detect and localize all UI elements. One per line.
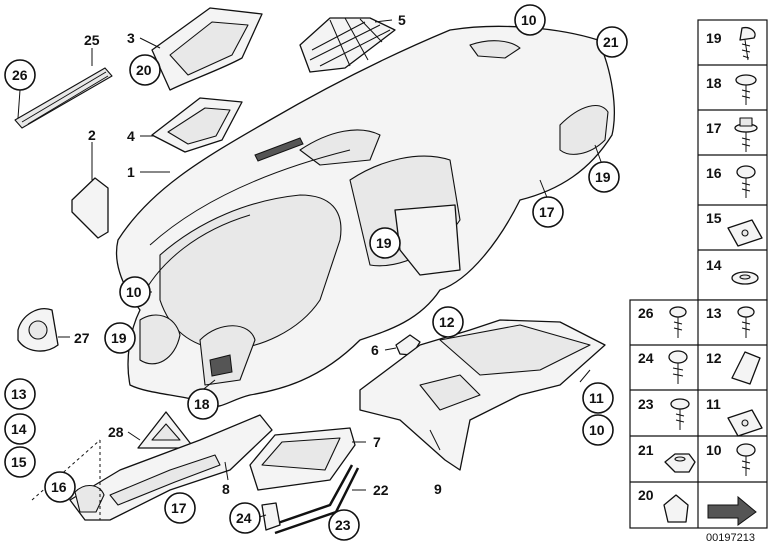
fastener-grid: 19 18 17 16 15 14 26 13 24 12 23 11 21 1… <box>629 19 768 529</box>
grid-label-11: 11 <box>706 396 721 412</box>
trim-cover-part-2 <box>71 177 109 239</box>
callout-3: 3 <box>127 30 135 46</box>
grid-label-24: 24 <box>638 350 654 366</box>
warning-triangle-part-28 <box>137 411 195 449</box>
speaker-frame-part-4 <box>151 97 243 153</box>
screw-icon <box>739 26 756 61</box>
callout-25: 25 <box>84 32 100 48</box>
knee-panel-part-8 <box>69 414 273 521</box>
clip-nut-icon <box>727 219 763 247</box>
speaker-cover-part-3 <box>151 7 263 91</box>
speaker-grille-part-5 <box>299 17 396 73</box>
callout-5: 5 <box>398 12 406 28</box>
callout-26: 26 <box>12 67 28 83</box>
callout-9: 9 <box>434 481 442 497</box>
grid-label-10: 10 <box>706 442 722 458</box>
spring-clip-icon <box>731 351 761 385</box>
arrow-icon <box>707 495 757 526</box>
callout-19-center: 19 <box>376 235 392 251</box>
callout-23: 23 <box>335 517 351 533</box>
callout-15: 15 <box>11 454 27 470</box>
callout-19-left: 19 <box>111 330 127 346</box>
callout-10-bottom: 10 <box>589 422 605 438</box>
screw-icon <box>669 306 687 338</box>
callout-12: 12 <box>439 314 455 330</box>
callout-18: 18 <box>194 396 210 412</box>
callout-16: 16 <box>51 479 67 495</box>
callout-20: 20 <box>136 62 152 78</box>
callout-10-left: 10 <box>126 284 142 300</box>
vent-grille-part-25 <box>14 67 113 129</box>
callout-7: 7 <box>373 434 381 450</box>
grid-label-14: 14 <box>706 257 722 273</box>
grid-label-19: 19 <box>706 30 722 46</box>
callout-13: 13 <box>11 386 27 402</box>
dashboard-main-part <box>115 25 615 407</box>
callout-8: 8 <box>222 481 230 497</box>
grid-label-26: 26 <box>638 305 654 321</box>
screw-icon <box>736 443 756 476</box>
grid-label-16: 16 <box>706 165 722 181</box>
clip-icon <box>663 494 689 523</box>
callout-labels: 25 26 3 20 4 5 10 21 2 1 19 17 19 10 19 … <box>4 4 628 541</box>
callout-11: 11 <box>589 390 604 406</box>
washer-icon <box>731 271 759 285</box>
screw-icon <box>668 350 688 384</box>
callout-1: 1 <box>127 164 135 180</box>
screw-icon <box>737 306 755 338</box>
callout-24: 24 <box>236 510 252 526</box>
callout-21: 21 <box>603 34 619 50</box>
clip-part-24 <box>261 502 281 531</box>
clip-nut-icon <box>727 409 763 437</box>
reference-number: 00197213 <box>706 532 755 544</box>
callout-10-top: 10 <box>521 12 537 28</box>
hex-nut-icon <box>664 453 696 473</box>
bolt-icon <box>670 398 690 430</box>
callout-22: 22 <box>373 482 389 498</box>
grid-label-21: 21 <box>638 442 654 458</box>
grid-label-17: 17 <box>706 120 722 136</box>
washer-screw-icon <box>735 74 757 105</box>
self-tapping-screw-icon <box>736 165 756 198</box>
grid-label-20: 20 <box>638 487 654 503</box>
grid-label-15: 15 <box>706 210 722 226</box>
tweeter-part-27 <box>17 308 59 352</box>
grid-label-23: 23 <box>638 396 654 412</box>
callout-6: 6 <box>371 342 379 358</box>
grid-label-18: 18 <box>706 75 722 91</box>
flange-screw-icon <box>734 117 758 152</box>
grid-label-13: 13 <box>706 305 722 321</box>
grid-label-12: 12 <box>706 350 722 366</box>
leader-lines <box>17 19 605 520</box>
callout-27: 27 <box>74 330 90 346</box>
callout-28: 28 <box>108 424 124 440</box>
callout-4: 4 <box>127 128 135 144</box>
callout-19-right: 19 <box>595 169 611 185</box>
callout-2: 2 <box>88 127 96 143</box>
callout-17-right: 17 <box>539 204 555 220</box>
callout-14: 14 <box>11 421 27 437</box>
duct-part-7 <box>249 427 356 491</box>
callout-17-bottom: 17 <box>171 500 187 516</box>
lower-trim-part-9 <box>359 319 606 471</box>
